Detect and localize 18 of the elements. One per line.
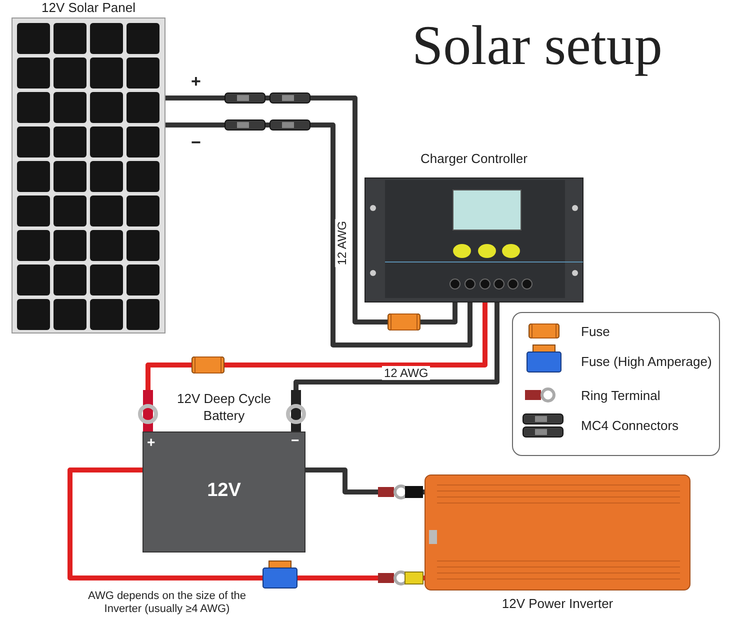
battery-voltage-label: 12V [206, 480, 242, 502]
wire [294, 302, 500, 390]
wire [146, 302, 488, 390]
node-title: Charger Controller [420, 150, 528, 168]
wire-gauge-label: 12 AWG [382, 366, 430, 380]
legend-label: Fuse (High Amperage) [581, 353, 712, 371]
polarity-mark: − [291, 432, 300, 448]
diagram-title: Solar setup [412, 14, 662, 78]
note-text: AWG depends on the size of the Inverter (usually ≥4 AWG) [87, 590, 247, 616]
polarity-mark: + [147, 434, 156, 450]
legend-label: Fuse [581, 323, 610, 341]
node-title: 12V Power Inverter [500, 595, 614, 613]
node-title: 12V Solar Panel [40, 0, 136, 16]
node-title: 12V Deep Cycle Battery [176, 390, 272, 424]
legend-label: Ring Terminal [581, 387, 660, 405]
legend-label: MC4 Connectors [581, 417, 679, 435]
wire-gauge-label: 12 AWG [335, 218, 350, 268]
wire [165, 122, 472, 348]
